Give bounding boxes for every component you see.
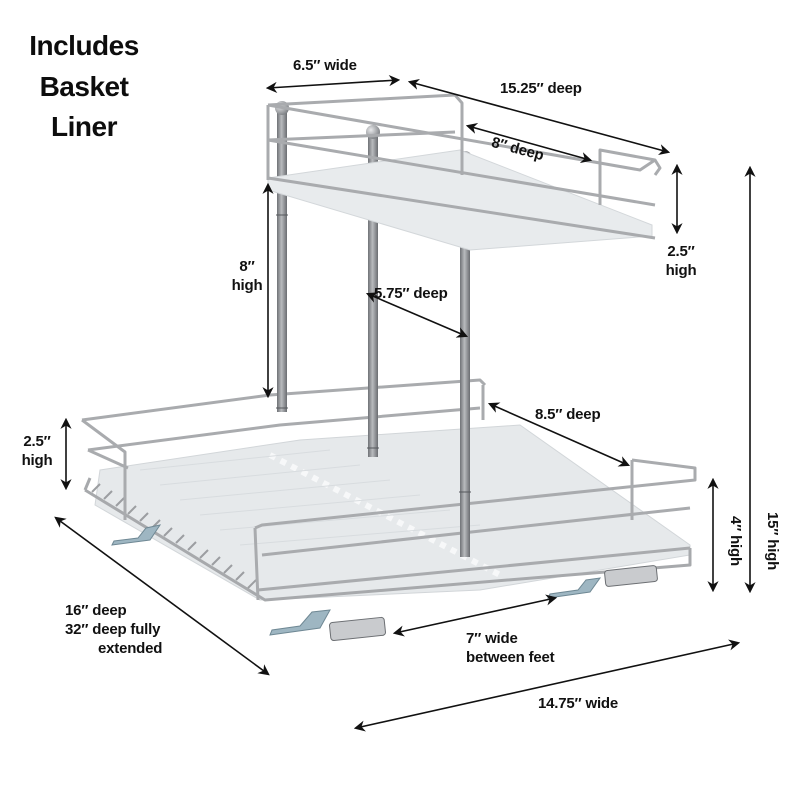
arrow-bottom-inner-depth [487, 402, 631, 467]
top-basket-height-unit: high [665, 261, 697, 279]
label-top-width: 6.5″ wide [293, 57, 357, 74]
top-basket-height-value: 2.5″ [667, 243, 695, 260]
label-bottom-inner-depth: 8.5″ deep [535, 406, 601, 423]
headline-line-3: Liner [51, 111, 117, 143]
label-top-total-depth: 15.25″ deep [500, 80, 582, 97]
overall-depth-line-3: extended [98, 639, 163, 657]
feet-spacing-line-2: between feet [466, 648, 555, 666]
label-overall-depth: 16″ deep 32″ deep fully extended [65, 602, 162, 658]
bottom-basket [81, 378, 697, 641]
feet-spacing-line-1: 7″ wide [466, 630, 518, 647]
label-total-height: 15″ high [764, 512, 781, 571]
post-height-unit: high [231, 276, 263, 294]
bottom-basket-height-unit: high [21, 451, 53, 469]
arrow-overall-depth [54, 516, 270, 676]
label-bottom-rail-height: 4″ high [727, 516, 744, 566]
overall-depth-line-2: 32″ deep fully [65, 620, 161, 638]
label-post-spacing: 5.75″ deep [374, 285, 448, 302]
arrow-feet-spacing [392, 594, 558, 637]
slide-rails [329, 565, 658, 641]
label-bottom-basket-height: 2.5″ high [14, 433, 60, 471]
label-overall-width: 14.75″ wide [538, 695, 619, 712]
label-post-height: 8″ high [224, 258, 270, 296]
top-basket [266, 93, 662, 251]
arrow-post-spacing [365, 292, 469, 338]
arrow-top-total-depth [407, 78, 671, 156]
label-top-basket-height: 2.5″ high [656, 243, 706, 281]
dimension-arrows [54, 74, 756, 732]
bottom-basket-height-value: 2.5″ [23, 433, 51, 450]
post-height-value: 8″ [239, 258, 255, 275]
headline-line-1: Includes [29, 30, 139, 61]
overall-depth-line-1: 16″ deep [65, 602, 127, 619]
top-liner [267, 149, 653, 251]
arrow-top-width [265, 74, 401, 94]
label-feet-spacing: 7″ wide between feet [466, 630, 555, 668]
headline: Includes Basket Liner [14, 26, 154, 148]
arrow-top-inner-depth [465, 123, 593, 163]
headline-line-2: Basket [39, 70, 129, 102]
arrow-overall-width [353, 639, 741, 732]
